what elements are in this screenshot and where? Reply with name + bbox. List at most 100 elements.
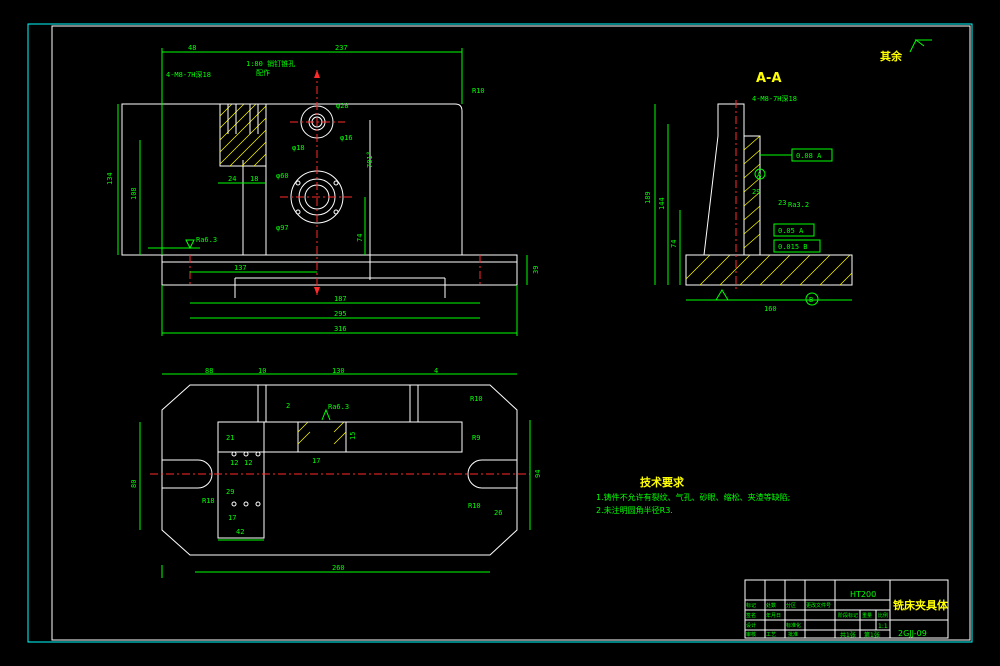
drawing-number: 2GJJ-09 (898, 629, 927, 638)
inner-frame (51, 25, 971, 641)
dim-top-29: 29 (226, 488, 234, 496)
dim-top-17: 17 (312, 457, 320, 465)
section-upright (703, 103, 761, 256)
tb-label-13: 批准 (788, 631, 798, 638)
dim-front-24: 24 (228, 175, 236, 183)
dim-section-160: 160 (764, 305, 777, 313)
tolerance-frame-2 (773, 223, 815, 237)
dim-top-12b: 12 (244, 459, 252, 467)
tb-label-6: 设计 (746, 622, 756, 629)
tb-label-1: 处数 (766, 602, 776, 609)
top-u-slot-right (467, 459, 517, 489)
dim-top-2: 2 (286, 402, 290, 410)
roughness-top-ra: Ra6.3 (328, 403, 349, 411)
dim-top-80: 80 (130, 480, 138, 488)
section-label: A-A (756, 71, 782, 86)
tolerance-frame-3 (773, 239, 821, 253)
dim-front-d16: φ16 (340, 134, 353, 142)
dim-top-260: 260 (332, 564, 345, 572)
tb-label-2: 分区 (786, 602, 796, 609)
dim-section-23: 23 (778, 199, 786, 207)
dim-top-10: 10 (258, 367, 266, 375)
dim-section-29: 29 (752, 188, 760, 196)
dim-top-88: 88 (205, 367, 213, 375)
tb-label-10: 比例 (878, 612, 888, 619)
dim-front-d60: φ60 (276, 172, 289, 180)
dim-front-angle: 701° (366, 151, 374, 168)
dim-front-237: 237 (335, 44, 348, 52)
dim-front-thread: 4-M8-7H深18 (166, 70, 211, 79)
dim-top-r18: R18 (202, 497, 215, 505)
dim-section-thread: 4-M8-7H深18 (752, 94, 797, 103)
section-base (685, 254, 853, 286)
dim-top-21: 21 (226, 434, 234, 442)
material-text: HT200 (850, 590, 876, 599)
dim-front-74: 74 (356, 234, 364, 242)
datum-a: A (757, 171, 762, 179)
dim-top-130: 130 (332, 367, 345, 375)
roughness-symbol-icon (909, 39, 932, 53)
roughness-note: 其余 (880, 49, 903, 63)
dim-front-108: 108 (130, 187, 138, 200)
sheet-total: 共1张 (840, 631, 856, 639)
dim-front-316: 316 (334, 325, 347, 333)
dim-front-187: 187 (334, 295, 347, 303)
dim-top-4: 4 (434, 367, 438, 375)
front-view (117, 48, 528, 336)
tech-note-2: 2.未注明圆角半径R3. (596, 505, 673, 515)
front-base-plate (161, 254, 518, 286)
dim-section-144: 144 (658, 197, 666, 210)
top-u-slot-left (162, 459, 213, 489)
sheet-number: 第1张 (864, 631, 880, 639)
roughness-front-ra: Ra6.3 (196, 236, 217, 244)
datum-b: B (809, 296, 813, 304)
front-hatched-block (219, 103, 267, 167)
dim-front-295: 295 (334, 310, 347, 318)
roughness-section-ra: Ra3.2 (788, 201, 809, 209)
tb-label-5: 年月日 (766, 612, 781, 619)
dim-front-137: 137 (234, 264, 247, 272)
dim-top-17b: 17 (228, 514, 236, 522)
top-view (139, 373, 531, 578)
tb-label-3: 更改文件号 (806, 602, 831, 609)
dim-front-18: 18 (250, 175, 258, 183)
dim-top-12a: 12 (230, 459, 238, 467)
top-outline (161, 384, 518, 556)
dim-front-fit: 配作 (256, 68, 270, 77)
dim-front-d28: φ28 (336, 102, 349, 110)
dim-section-74: 74 (670, 240, 678, 248)
tb-label-8: 阶段标记 (838, 612, 858, 619)
dim-top-94: 94 (534, 470, 542, 478)
dim-front-d18: φ18 (292, 144, 305, 152)
dim-top-r10: R10 (470, 395, 483, 403)
dim-top-r10b: R10 (468, 502, 481, 510)
tolerance-1-text: 0.08 A (796, 152, 822, 160)
tb-label-11: 审核 (746, 631, 756, 638)
tb-label-7: 标准化 (786, 622, 801, 629)
tb-label-4: 签名 (746, 612, 756, 619)
dim-front-48: 48 (188, 44, 196, 52)
top-slot (217, 421, 463, 453)
tolerance-frame-1 (791, 148, 833, 162)
tolerance-3-text: 0.015 B (778, 243, 808, 251)
tb-label-0: 标记 (746, 602, 756, 609)
dim-front-39: 39 (532, 266, 540, 274)
dim-front-taper-pin: 1:80 销钉锥孔 (246, 59, 295, 68)
tb-label-12: 工艺 (766, 632, 776, 638)
dim-top-r9: R9 (472, 434, 480, 442)
dim-top-42: 42 (236, 528, 244, 536)
tech-requirements-title: 技术要求 (640, 475, 685, 489)
dim-front-r10: R10 (472, 87, 485, 95)
outer-frame (27, 23, 973, 643)
scale-value: 1:1 (878, 623, 888, 630)
dim-section-189: 189 (644, 191, 652, 204)
dim-top-26: 26 (494, 509, 502, 517)
front-body-outline (121, 103, 463, 256)
dim-front-134: 134 (106, 172, 114, 185)
title-block (744, 579, 949, 639)
section-view (654, 100, 853, 306)
tech-note-1: 1.铸件不允许有裂纹、气孔、砂眼、缩松、夹渣等缺陷; (596, 492, 790, 502)
tb-label-9: 重量 (862, 612, 872, 619)
dim-top-15: 15 (349, 432, 357, 440)
